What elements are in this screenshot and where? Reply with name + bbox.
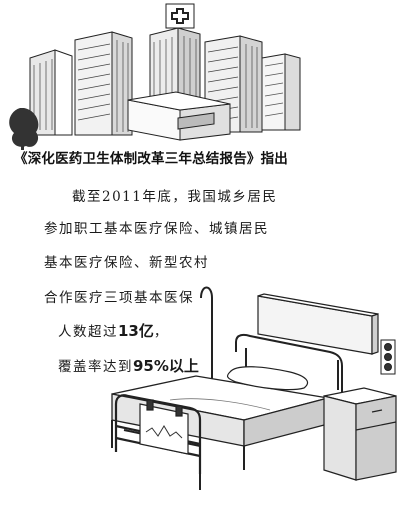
wall-panel [257,293,379,355]
body-line-6-prefix: 覆盖率达到 [58,359,133,375]
highlight-coverage: 95%以上 [133,357,199,375]
bed-headboard [235,333,343,420]
far-right-building [261,53,301,131]
body-line-5: 人数超过13亿， [58,320,169,341]
tree-icon [9,108,39,150]
body-line-5-suffix: ， [153,324,169,340]
left-mid-building [74,31,133,136]
body-line-6: 覆盖率达到95%以上 [58,355,199,376]
bed-mattress [111,375,329,447]
bed-frame [111,420,329,490]
bed-foot-rail [114,394,202,474]
body-line-3: 基本医疗保险、新型农村 [44,255,209,271]
headline: 《深化医药卫生体制改革三年总结报告》指出 [14,151,288,167]
wall-socket-icon [380,339,396,375]
front-low-building [127,91,231,141]
body-line-2: 参加职工基本医疗保险、城镇居民 [44,221,269,237]
hospital-buildings-illustration [9,3,301,150]
body-line-5-prefix: 人数超过 [58,324,118,340]
chart-clipboard-icon [139,399,189,455]
pillow [226,366,309,391]
left-tower-building [29,49,73,136]
cross-sign-icon [165,3,195,29]
body-line-4: 合作医疗三项基本医保 [44,290,194,306]
body-line-1: 截至2011年底，我国城乡居民 [72,189,278,205]
highlight-population: 13亿 [118,322,154,340]
bedside-cabinet [323,387,397,481]
iv-pole-icon [200,286,213,440]
